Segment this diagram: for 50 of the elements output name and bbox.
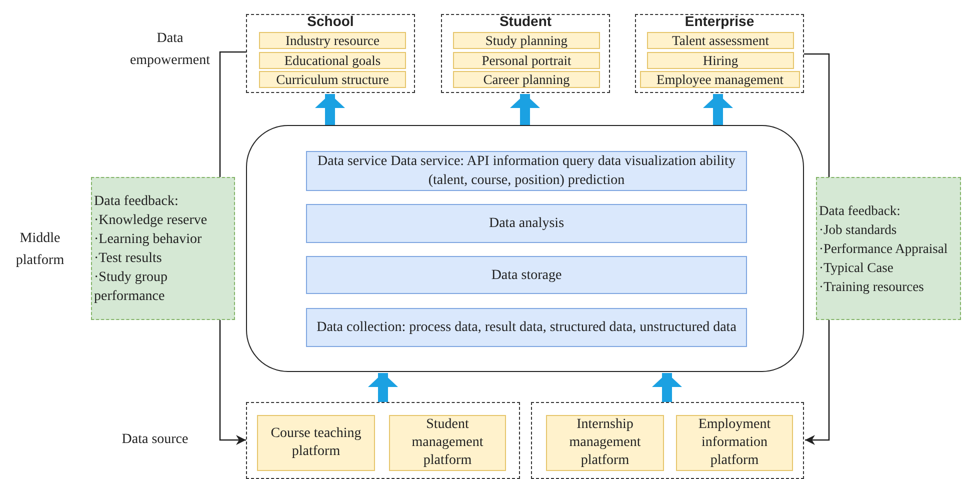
platform-box: Student management platform (389, 415, 506, 471)
feature-box: Hiring (647, 52, 794, 69)
side-label: Middle platform (14, 230, 66, 270)
note-item: ·Learning behavior (94, 230, 203, 248)
group-title: Student (498, 13, 553, 30)
arrow (219, 320, 246, 445)
feedback-note (816, 177, 961, 320)
group-frame (246, 14, 415, 93)
feedback-note (91, 177, 235, 320)
group-frame (441, 14, 610, 93)
block-arrow (315, 94, 345, 125)
side-label: Data empowerment (128, 30, 212, 70)
feature-box: Industry resource (259, 32, 406, 49)
side-label: Data source (120, 431, 190, 449)
block-arrow (652, 373, 682, 402)
platform-box: Course teaching platform (257, 415, 375, 471)
feature-box: Talent assessment (647, 32, 794, 49)
group-title: School (306, 13, 355, 30)
group-frame (635, 14, 804, 93)
group-frame (246, 402, 520, 479)
note-item: ·Job standards (819, 221, 898, 239)
layer-bar: Data storage (306, 256, 747, 294)
platform-panel (246, 125, 804, 372)
note-item: ·Knowledge reserve (94, 212, 208, 230)
platform-box: Employment information platform (676, 415, 793, 471)
note-heading: Data feedback: (819, 202, 902, 220)
feature-box: Study planning (453, 32, 600, 49)
feature-box: Educational goals (259, 52, 406, 69)
layer-bar: Data collection: process data, result data, structured data, unstructured data (306, 308, 747, 347)
layer-bar: Data service Data service: API information query data visualization ability (talent, course, position) prediction (306, 151, 747, 191)
note-item: ·Training resources (819, 278, 925, 296)
arrow (805, 320, 830, 445)
block-arrow (703, 94, 733, 125)
feature-box: Employee management (640, 71, 800, 88)
feature-box: Personal portrait (453, 52, 600, 69)
note-item: ·Typical Case (819, 259, 894, 277)
note-heading: Data feedback: (94, 192, 180, 210)
connector-line (804, 53, 830, 177)
feature-box: Curriculum structure (259, 71, 406, 88)
block-arrow (510, 94, 540, 125)
platform-box: Internship management platform (546, 415, 664, 471)
connector-line (219, 51, 246, 177)
group-title: Enterprise (684, 13, 756, 30)
note-item: ·Test results (94, 250, 163, 268)
note-item: ·Study group performance (94, 268, 168, 306)
group-frame (531, 402, 804, 479)
feature-box: Career planning (453, 71, 600, 88)
note-item: ·Performance Appraisal (819, 240, 949, 258)
layer-bar: Data analysis (306, 204, 747, 243)
block-arrow (368, 373, 398, 402)
